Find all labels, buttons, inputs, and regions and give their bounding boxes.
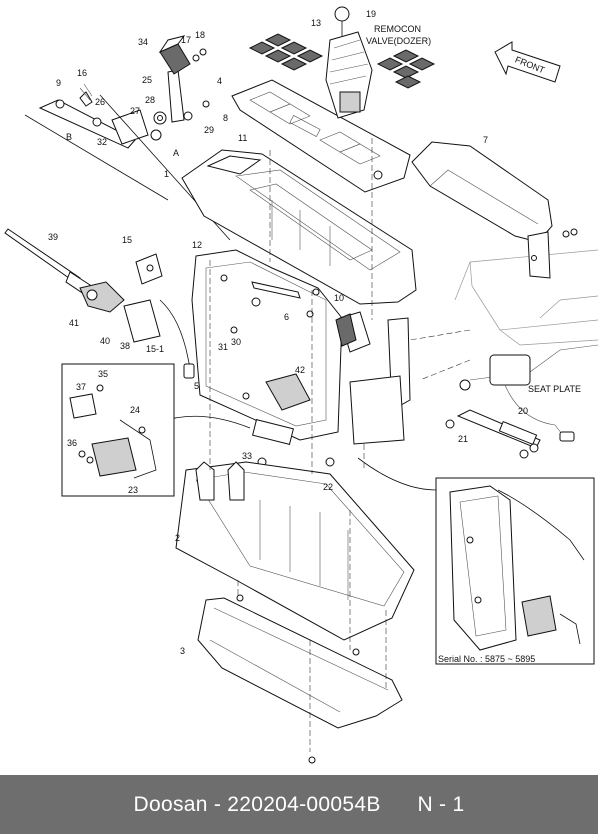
front-direction-arrow	[494, 41, 561, 83]
callout-5: 5	[194, 381, 199, 391]
callout-37: 37	[76, 382, 86, 392]
callout-B: B	[66, 132, 72, 142]
callout-42: 42	[295, 365, 305, 375]
callout-8: 8	[223, 113, 228, 123]
callout-9: 9	[56, 78, 61, 88]
lower-cover-3	[197, 597, 403, 764]
footer-gap	[381, 793, 418, 817]
callout-3: 3	[180, 646, 185, 656]
remocon-caption-line2: VALVE(DOZER)	[366, 36, 431, 46]
callout-10: 10	[334, 293, 344, 303]
callout-2: 2	[175, 533, 180, 543]
callout-39: 39	[48, 232, 58, 242]
rod-20	[445, 409, 541, 459]
callout-35: 35	[98, 369, 108, 379]
callout-23: 23	[128, 485, 138, 495]
detail-inset-left	[61, 363, 175, 497]
callout-34: 34	[138, 37, 148, 47]
pads-13	[248, 33, 436, 89]
remocon-valve	[325, 6, 373, 119]
linkage-assembly	[24, 35, 231, 241]
exploded-parts-diagram: 1 2 3 4 5 6 7 8 9 10 11 12 13 15 15-1 16…	[4, 6, 598, 764]
callout-41: 41	[69, 318, 79, 328]
lower-tray-2	[175, 461, 415, 656]
callout-15-1: 15-1	[146, 344, 164, 354]
callout-24: 24	[130, 405, 140, 415]
seat-plate-drawing	[454, 249, 598, 442]
callout-1: 1	[164, 169, 169, 179]
callout-7: 7	[483, 135, 488, 145]
guide-lines	[209, 138, 471, 752]
callout-4: 4	[217, 76, 222, 86]
callout-11: 11	[238, 133, 247, 143]
callout-21: 21	[458, 434, 468, 444]
callout-13: 13	[311, 18, 321, 28]
callout-12: 12	[192, 240, 202, 250]
top-cover-4	[231, 79, 411, 193]
callout-22: 22	[323, 482, 333, 492]
callout-40: 40	[100, 336, 110, 346]
callout-30: 30	[231, 337, 241, 347]
callout-29: 29	[204, 125, 214, 135]
callout-15: 15	[122, 235, 132, 245]
footer-page: N - 1	[417, 792, 465, 816]
callout-20: 20	[518, 406, 528, 416]
lever-assembly-39	[4, 228, 195, 379]
callout-32: 32	[97, 137, 107, 147]
detail-inset-right	[357, 457, 595, 665]
footer-part-number: 220204-00054B	[227, 792, 381, 816]
callout-19: 19	[366, 9, 376, 19]
seat-plate-caption: SEAT PLATE	[528, 384, 581, 394]
serial-caption: Serial No. : 5875 ~ 5895	[438, 654, 535, 664]
callout-17: 17	[181, 35, 191, 45]
callout-36: 36	[67, 438, 77, 448]
armrest-7	[411, 141, 578, 279]
callout-27: 27	[130, 106, 140, 116]
callout-31: 31	[218, 342, 228, 352]
callout-16: 16	[77, 68, 87, 78]
footer-separator: -	[207, 792, 228, 816]
footer-bar: Doosan - 220204-00054B N - 1	[0, 775, 598, 834]
callout-6: 6	[284, 312, 289, 322]
callout-33: 33	[242, 451, 252, 461]
callout-25: 25	[142, 75, 152, 85]
callout-26: 26	[95, 97, 105, 107]
callout-38: 38	[120, 341, 130, 351]
remocon-caption-line1: REMOCON	[374, 24, 421, 34]
callout-A: A	[173, 148, 179, 158]
callout-labels: 1 2 3 4 5 6 7 8 9 10 11 12 13 15 15-1 16…	[48, 9, 528, 656]
side-frame-5	[159, 249, 411, 467]
footer-brand: Doosan	[133, 792, 208, 816]
callout-18: 18	[195, 30, 205, 40]
callout-28: 28	[145, 95, 155, 105]
